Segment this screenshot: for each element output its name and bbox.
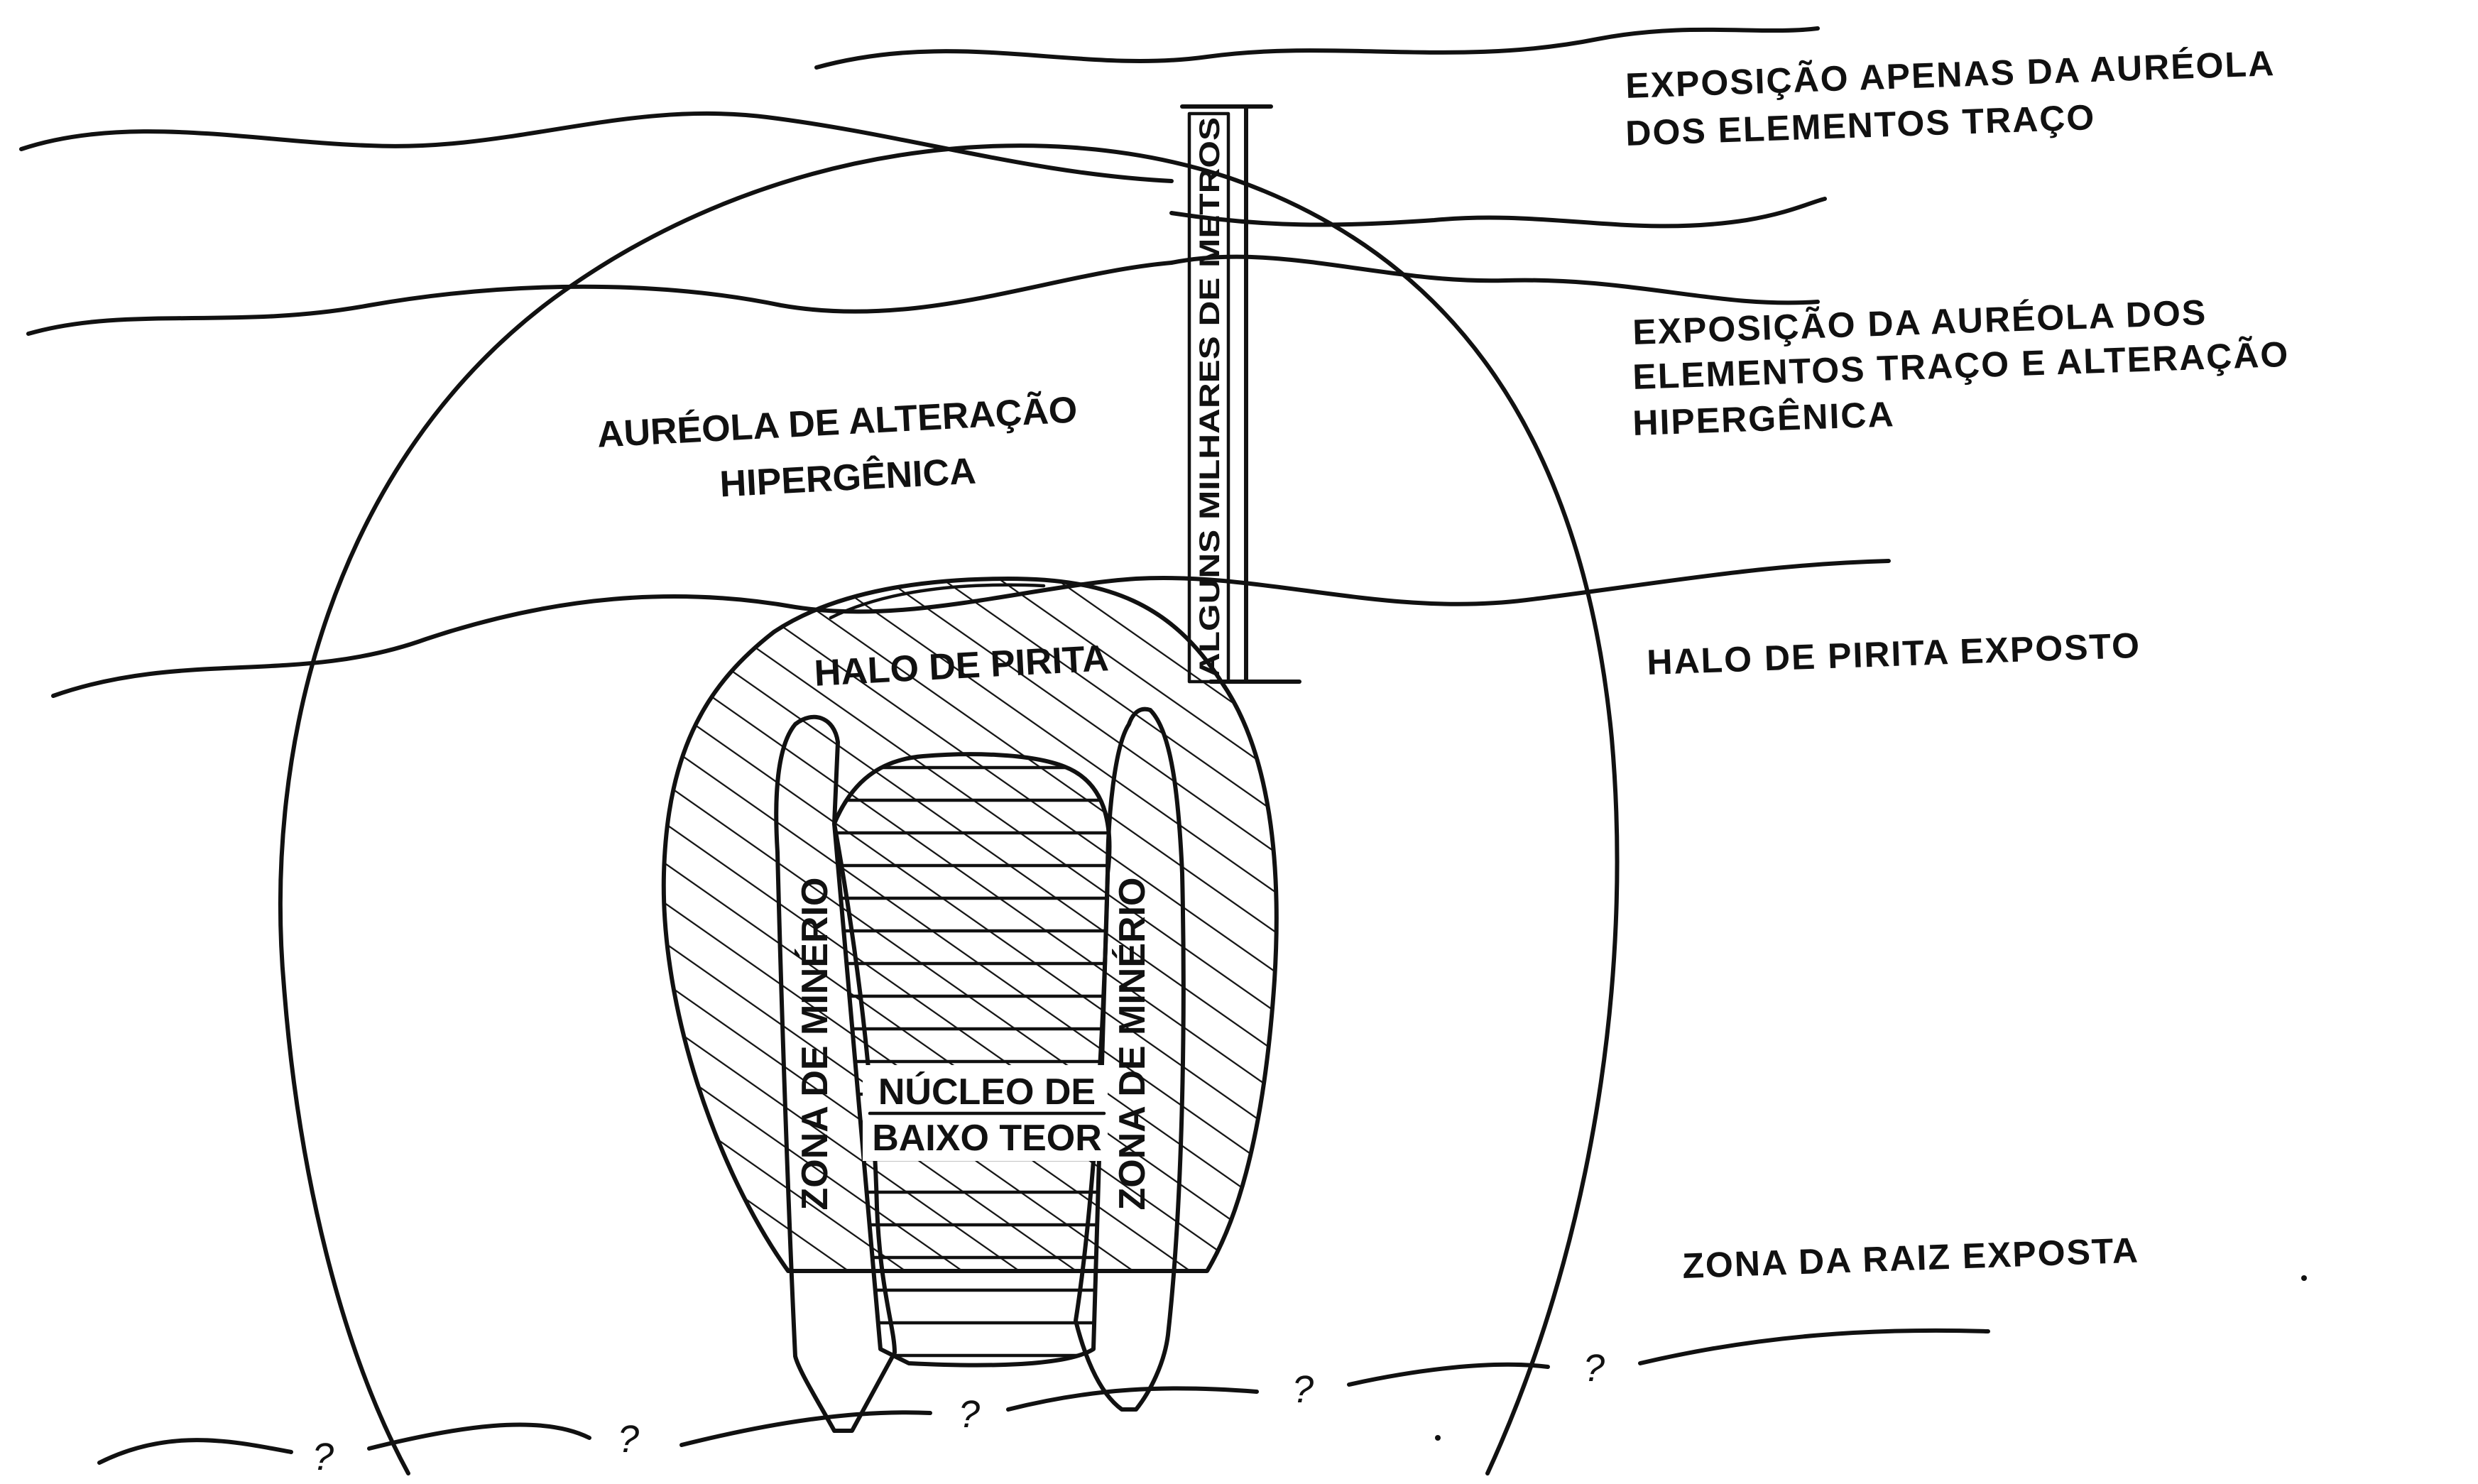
svg-text:AURÉOLA DE ALTERAÇÃO: AURÉOLA DE ALTERAÇÃO (596, 388, 1079, 455)
unknown-marker-4: ? (1292, 1368, 1314, 1411)
scale-bar-label-box (1187, 111, 1230, 684)
label-low-grade-core: NÚCLEO DE BAIXO TEOR (863, 1065, 1108, 1161)
svg-text:EXPOSIÇÃO APENAS DA AURÉOLA: EXPOSIÇÃO APENAS DA AURÉOLA (1625, 43, 2276, 106)
label-supergene-aureole: AURÉOLA DE ALTERAÇÃO HIPERGÊNICA (596, 388, 1079, 505)
unknown-marker-5: ? (1583, 1347, 1605, 1390)
erosion-surface-3 (26, 261, 1174, 336)
erosion-surface-1 (814, 26, 1820, 70)
outer-aureole-boundary (278, 143, 1620, 1475)
unknown-marker-1: ? (312, 1436, 334, 1478)
label-ore-zone-left: ZONA DE MINÉRIO (795, 878, 836, 1211)
label-exposure-trace-alteration: EXPOSIÇÃO DA AURÉOLA DOS ELEMENTOS TRAÇO… (1632, 293, 2290, 443)
ore-zone-right (1074, 706, 1186, 1412)
erosion-surface-2 (1169, 197, 1827, 229)
svg-text:BAIXO TEOR: BAIXO TEOR (872, 1118, 1102, 1159)
svg-text:HIPERGÊNICA: HIPERGÊNICA (719, 450, 977, 506)
erosion-surface-1b (19, 111, 1174, 183)
pyrite-halo-cap (829, 583, 1046, 620)
label-pyrite-halo-exposed: HALO DE PIRITA EXPOSTO (1646, 626, 2141, 682)
unknown-marker-3: ? (959, 1393, 980, 1436)
svg-text:NÚCLEO DE: NÚCLEO DE (878, 1071, 1096, 1113)
label-exposure-trace-only: EXPOSIÇÃO APENAS DA AURÉOLA DOS ELEMENTO… (1625, 43, 2276, 153)
svg-text:HIPERGÊNICA: HIPERGÊNICA (1632, 394, 1895, 443)
label-root-zone-exposed: ZONA DA RAIZ EXPOSTA (1681, 1231, 2139, 1286)
scale-bar-label: ALGUNS MILHARES DE METROS (1194, 117, 1226, 678)
ore-zone-left (774, 714, 897, 1433)
svg-text:DOS ELEMENTOS TRAÇO: DOS ELEMENTOS TRAÇO (1625, 97, 2096, 153)
unknown-marker-2: ? (618, 1418, 639, 1461)
speck-2 (2301, 1275, 2307, 1281)
erosion-surface-5 (97, 1328, 1990, 1465)
low-grade-core (832, 752, 1112, 1368)
erosion-surface-3b (1169, 254, 1820, 305)
label-ore-zone-right: ZONA DE MINÉRIO (1112, 878, 1153, 1211)
speck-1 (1435, 1435, 1441, 1441)
